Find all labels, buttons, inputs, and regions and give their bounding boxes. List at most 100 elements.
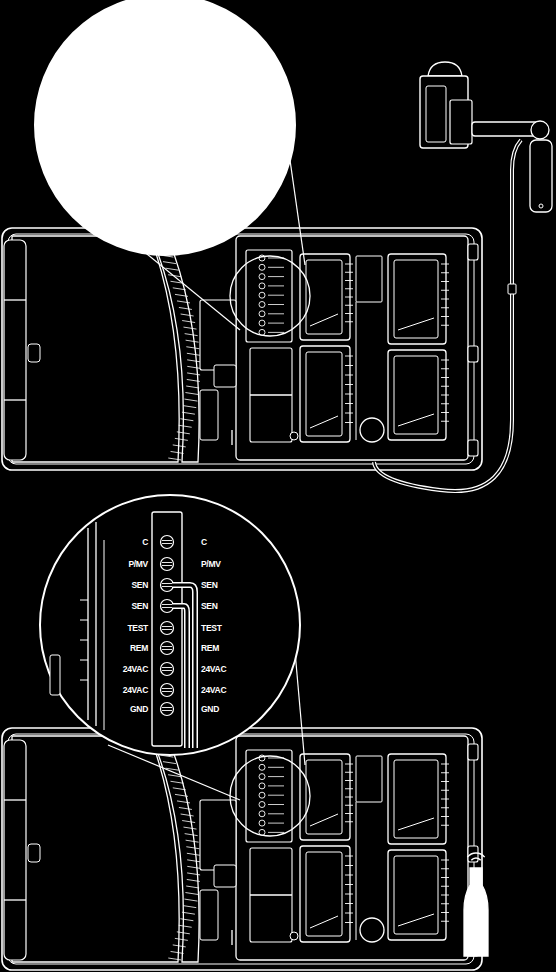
outline-stroke — [398, 318, 434, 330]
outline-stroke — [356, 802, 357, 940]
outline-stroke — [345, 422, 353, 423]
outline-stroke — [441, 816, 449, 817]
housing-part — [4, 740, 26, 960]
terminal-screw — [161, 703, 174, 716]
outline-stroke — [250, 894, 292, 895]
terminal-screw — [161, 558, 174, 571]
housing-part — [250, 348, 292, 442]
outline-stroke — [187, 360, 200, 362]
outline-stroke — [177, 801, 190, 803]
controller — [2, 228, 482, 470]
outline-stroke — [441, 868, 449, 869]
outline-stroke — [268, 823, 284, 824]
outline-stroke — [177, 432, 190, 434]
outline-stroke — [250, 394, 292, 395]
outline-stroke — [345, 384, 353, 385]
housing-part — [388, 350, 446, 440]
outline-stroke — [80, 660, 88, 661]
terminal-screw — [259, 292, 265, 298]
housing-part — [300, 254, 350, 340]
outline-stroke — [183, 327, 196, 329]
outline-stroke — [162, 629, 172, 630]
housing-part — [4, 240, 26, 460]
outline-stroke — [441, 790, 449, 791]
outline-stroke — [182, 321, 195, 323]
outline-stroke — [356, 302, 357, 440]
outline-stroke — [80, 600, 88, 601]
terminal-strip-zoom — [50, 512, 195, 748]
outline-stroke — [345, 280, 353, 281]
terminal-label: 24VAC — [123, 664, 148, 674]
outline-stroke — [186, 340, 199, 342]
outline-stroke — [441, 360, 449, 361]
outline-stroke — [173, 445, 186, 447]
outline-stroke — [345, 305, 353, 306]
terminal-label: SEN — [131, 580, 148, 590]
sensor-wire — [172, 585, 195, 748]
housing-part — [28, 844, 40, 862]
outline-stroke — [162, 667, 172, 668]
outline-stroke — [398, 414, 434, 426]
terminal-screw — [259, 764, 265, 770]
outline-stroke — [441, 772, 449, 773]
outline-stroke — [268, 276, 284, 277]
outline-stroke — [187, 373, 200, 375]
housing-part — [356, 256, 382, 302]
terminal-screw — [161, 642, 174, 655]
outline-stroke — [398, 818, 434, 830]
terminal-label: SEN — [131, 601, 148, 611]
magnifier-circle — [40, 495, 300, 755]
outline-stroke — [162, 649, 172, 650]
terminal-label: C — [201, 537, 207, 547]
knockout-hole — [360, 418, 384, 442]
outline-stroke — [441, 307, 449, 308]
outline-stroke — [162, 607, 172, 608]
outline-stroke — [345, 805, 353, 806]
housing-part — [394, 260, 438, 338]
outline-stroke — [345, 865, 353, 866]
outline-stroke — [268, 267, 284, 268]
outline-stroke — [345, 856, 353, 857]
outline-stroke — [80, 640, 88, 641]
sensor-wire — [172, 585, 195, 748]
outline-stroke — [179, 307, 192, 309]
outline-stroke — [345, 875, 353, 876]
outline-stroke — [177, 301, 190, 303]
housing-part — [200, 800, 236, 870]
outline-stroke — [441, 877, 449, 878]
outline-stroke — [441, 903, 449, 904]
terminal-label: P/MV — [128, 559, 148, 569]
outline-stroke — [268, 323, 284, 324]
outline-stroke — [175, 438, 188, 440]
outline-stroke — [310, 314, 338, 326]
housing-part — [152, 512, 182, 746]
terminal-label: SEN — [201, 580, 218, 590]
outline-stroke — [95, 522, 96, 726]
outline-stroke — [187, 366, 200, 368]
outline-stroke — [345, 313, 353, 314]
housing-part — [426, 86, 446, 142]
housing-part — [200, 300, 236, 370]
housing-part — [246, 250, 292, 342]
outline-stroke — [441, 412, 449, 413]
outline-stroke — [441, 281, 449, 282]
outline-stroke — [345, 780, 353, 781]
outline-stroke — [162, 646, 172, 647]
housing-part — [306, 852, 342, 936]
outline-stroke — [186, 847, 199, 849]
outline-stroke — [80, 620, 88, 621]
outline-stroke — [187, 853, 200, 855]
outline-stroke — [441, 807, 449, 808]
outline-stroke — [441, 921, 449, 922]
mount-screw — [290, 932, 298, 940]
outline-stroke — [179, 425, 192, 427]
terminal-label: 24VAC — [201, 664, 226, 674]
terminal-screw — [259, 783, 265, 789]
housing-part — [356, 756, 382, 802]
outline-stroke — [441, 886, 449, 887]
outline-stroke — [310, 916, 338, 928]
outline-stroke — [162, 604, 172, 605]
outline-stroke — [441, 299, 449, 300]
outline-stroke — [187, 379, 200, 381]
